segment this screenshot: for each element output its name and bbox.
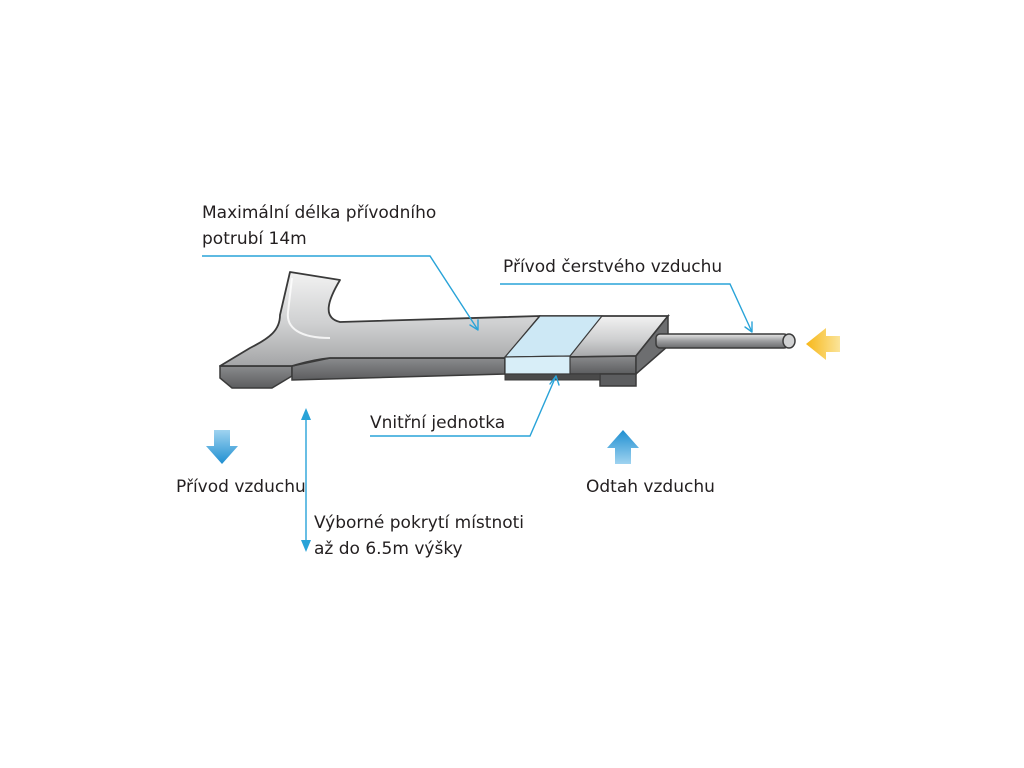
arrow-up-icon [607, 430, 639, 464]
fresh-air-pipe-end [782, 333, 796, 349]
label-indoor-unit: Vnitřní jednotka [370, 413, 505, 433]
arrow-down-icon [206, 430, 238, 464]
indoor-unit-under [504, 373, 601, 381]
leader-indoor-unit-head [549, 375, 560, 386]
label-air-supply: Přívod vzduchu [176, 477, 306, 497]
leader-max-length [202, 255, 479, 331]
leader-lines [202, 255, 753, 437]
leader-fresh-air [500, 283, 753, 333]
label-max-length-2: potrubí 14m [202, 229, 307, 249]
duct-side-face [291, 357, 506, 381]
indoor-unit-panel-front [504, 355, 571, 375]
fresh-air-pipe [655, 333, 789, 349]
duct-branch-highlight [286, 277, 331, 339]
leader-fresh-air-head [744, 321, 753, 333]
arrow-left-icon [806, 328, 840, 360]
leader-max-length-head [469, 319, 479, 331]
indoor-unit-foot [599, 373, 637, 387]
duct-assembly [219, 271, 796, 389]
duct-left-side [219, 365, 293, 389]
label-coverage-2: až do 6.5m výšky [314, 539, 463, 559]
label-fresh-air: Přívod čerstvého vzduchu [503, 257, 722, 277]
duct-top-surface [219, 271, 541, 367]
label-air-exhaust: Odtah vzduchu [586, 477, 715, 497]
label-coverage-1: Výborné pokrytí místnoti [314, 513, 524, 533]
label-max-length-1: Maximální délka přívodního [202, 203, 436, 223]
leader-indoor-unit [370, 375, 557, 437]
double-arrow-vertical-icon [301, 408, 311, 552]
